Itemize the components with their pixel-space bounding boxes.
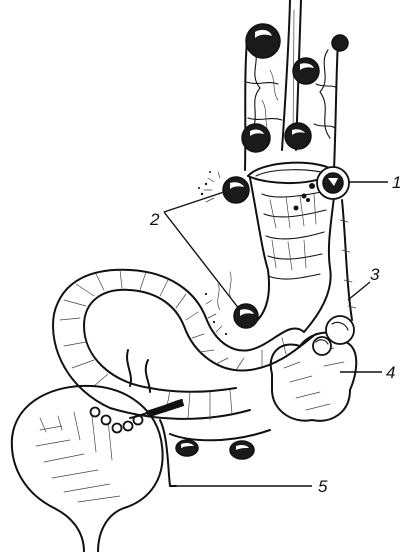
descending-segment bbox=[250, 174, 336, 332]
stricture-junction bbox=[130, 399, 184, 486]
bowel-loop bbox=[53, 270, 316, 408]
bladder bbox=[12, 350, 163, 552]
callout-1: 1 bbox=[392, 173, 401, 192]
callout-5: 5 bbox=[318, 477, 328, 496]
upper-nodules bbox=[242, 24, 348, 152]
outer-wall-right bbox=[340, 200, 356, 320]
calculus-right bbox=[294, 167, 350, 211]
lower-nodules bbox=[170, 430, 270, 459]
callout-3: 3 bbox=[370, 265, 380, 284]
callout-2: 2 bbox=[149, 210, 160, 229]
nodule-lower bbox=[205, 272, 258, 335]
callout-4: 4 bbox=[386, 363, 395, 382]
